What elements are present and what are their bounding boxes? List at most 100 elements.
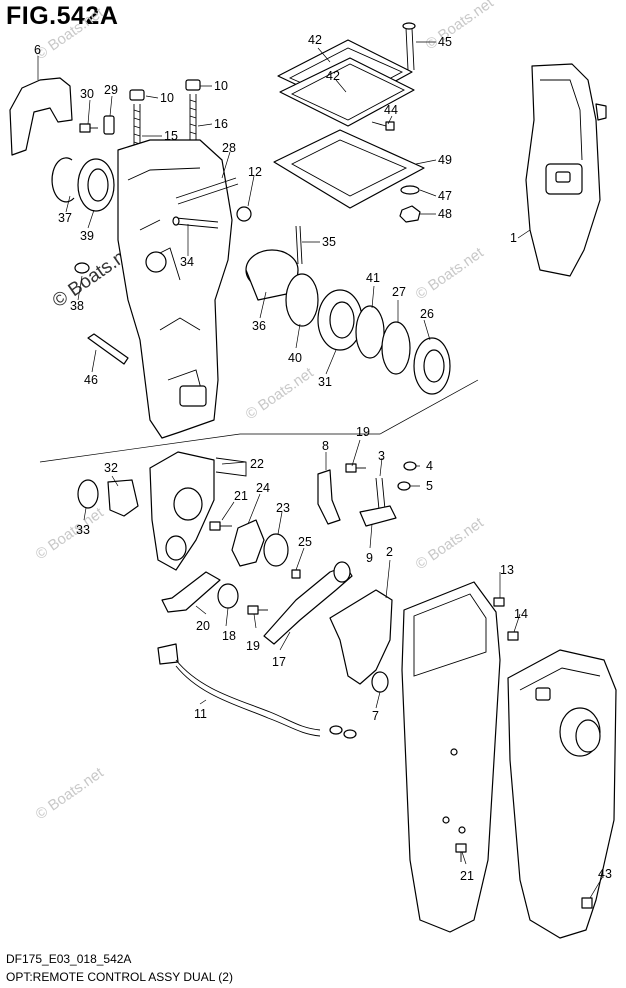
callout-8: 8 bbox=[322, 439, 329, 453]
callout-22: 22 bbox=[250, 457, 264, 471]
callout-18: 18 bbox=[222, 629, 236, 643]
figure-caption: OPT:REMOTE CONTROL ASSY DUAL (2) bbox=[6, 970, 233, 984]
callout-32: 32 bbox=[104, 461, 118, 475]
callout-11: 11 bbox=[194, 707, 207, 721]
part-39-bearing bbox=[77, 158, 115, 212]
part-13-screw bbox=[493, 597, 505, 607]
callout-39: 39 bbox=[80, 229, 94, 243]
callout-47: 47 bbox=[438, 189, 452, 203]
part-19-screw bbox=[247, 463, 366, 615]
part-40-washer bbox=[285, 273, 319, 327]
callout-42: 42 bbox=[326, 69, 340, 83]
callout-10: 10 bbox=[160, 91, 174, 105]
part-7-washer bbox=[371, 671, 389, 693]
watermark-text: © Boats.net bbox=[423, 0, 498, 53]
callout-44: 44 bbox=[384, 103, 398, 117]
callout-26: 26 bbox=[420, 307, 434, 321]
part-34-shaft bbox=[172, 216, 219, 229]
callout-2: 2 bbox=[386, 545, 393, 559]
part-17-link-arm bbox=[263, 561, 353, 645]
callout-labels: 6 30 29 10 10 16 15 42 42 45 44 49 47 48… bbox=[34, 33, 612, 883]
watermark-text: © Boats.net bbox=[33, 504, 108, 563]
leader-lines bbox=[37, 41, 603, 899]
callout-45: 45 bbox=[438, 35, 452, 49]
part-46-screw bbox=[87, 333, 129, 365]
part-1-handle bbox=[525, 63, 607, 277]
callout-1: 1 bbox=[510, 231, 517, 245]
part-44-screw bbox=[371, 121, 395, 131]
callout-14: 14 bbox=[514, 607, 528, 621]
callout-33: 33 bbox=[76, 523, 90, 537]
callout-19: 19 bbox=[246, 639, 260, 653]
callout-6: 6 bbox=[34, 43, 41, 57]
part-12-knob bbox=[236, 206, 252, 222]
part-24-cam bbox=[231, 519, 265, 567]
part-10-nut bbox=[129, 79, 201, 101]
part-14-screw bbox=[507, 631, 519, 641]
watermark-text: © Boats.net bbox=[33, 4, 108, 63]
callout-7: 7 bbox=[372, 709, 379, 723]
part-27-ring bbox=[381, 321, 411, 375]
callout-38: 38 bbox=[70, 299, 84, 313]
callout-24: 24 bbox=[256, 481, 270, 495]
callout-28: 28 bbox=[222, 141, 236, 155]
callout-27: 27 bbox=[392, 285, 406, 299]
callout-48: 48 bbox=[438, 207, 452, 221]
part-37-snap-ring bbox=[51, 157, 75, 203]
callout-15: 15 bbox=[164, 129, 178, 143]
callout-49: 49 bbox=[438, 153, 452, 167]
callout-36: 36 bbox=[252, 319, 266, 333]
figure-title: FIG.542A bbox=[6, 2, 119, 30]
callout-19: 19 bbox=[356, 425, 370, 439]
callout-37: 37 bbox=[58, 211, 72, 225]
callout-3: 3 bbox=[378, 449, 385, 463]
part-31-gear bbox=[317, 289, 363, 351]
callout-41: 41 bbox=[366, 271, 380, 285]
callout-40: 40 bbox=[288, 351, 302, 365]
part-26-bearing bbox=[413, 337, 451, 395]
part-42-cover-gasket bbox=[277, 39, 415, 127]
part-35-pin bbox=[295, 225, 303, 265]
callout-13: 13 bbox=[500, 563, 514, 577]
callout-12: 12 bbox=[248, 165, 262, 179]
part-23-gear bbox=[263, 533, 289, 567]
part-30-screw bbox=[79, 123, 98, 133]
callout-9: 9 bbox=[366, 551, 373, 565]
callout-46: 46 bbox=[84, 373, 98, 387]
callout-42: 42 bbox=[308, 33, 322, 47]
part-2-plate bbox=[329, 589, 393, 685]
housing-outer-case bbox=[507, 649, 617, 939]
callout-25: 25 bbox=[298, 535, 312, 549]
callout-30: 30 bbox=[80, 87, 94, 101]
part-22-bracket bbox=[149, 451, 247, 571]
part-38-bushing bbox=[74, 262, 90, 274]
watermark-text: © Boats.net bbox=[413, 514, 488, 573]
part-8-switch-bracket bbox=[317, 469, 341, 525]
figure-code: DF175_E03_018_542A bbox=[6, 952, 132, 966]
housing-main bbox=[117, 139, 233, 439]
part-3-shaft bbox=[359, 477, 397, 527]
callout-21: 21 bbox=[234, 489, 248, 503]
part-11-harness bbox=[157, 643, 357, 739]
watermark-text: © Boats.net bbox=[33, 764, 108, 823]
separator-line bbox=[39, 379, 479, 463]
callout-4: 4 bbox=[426, 459, 433, 473]
watermark-text: © Boats.net bbox=[413, 244, 488, 303]
part-32-damper bbox=[107, 479, 139, 517]
part-41-ring bbox=[355, 305, 385, 359]
part-25-screw bbox=[291, 569, 301, 579]
housing-inner-panel bbox=[401, 581, 501, 933]
part-21-screw bbox=[209, 521, 232, 531]
part-21-screw-b bbox=[455, 843, 467, 862]
callout-31: 31 bbox=[318, 375, 332, 389]
callout-23: 23 bbox=[276, 501, 290, 515]
part-48-nut bbox=[399, 205, 421, 223]
part-47-washer bbox=[400, 185, 420, 195]
callout-17: 17 bbox=[272, 655, 286, 669]
callout-20: 20 bbox=[196, 619, 210, 633]
callout-5: 5 bbox=[426, 479, 433, 493]
callout-43: 43 bbox=[598, 867, 612, 881]
callout-10: 10 bbox=[214, 79, 228, 93]
callout-34: 34 bbox=[180, 255, 194, 269]
